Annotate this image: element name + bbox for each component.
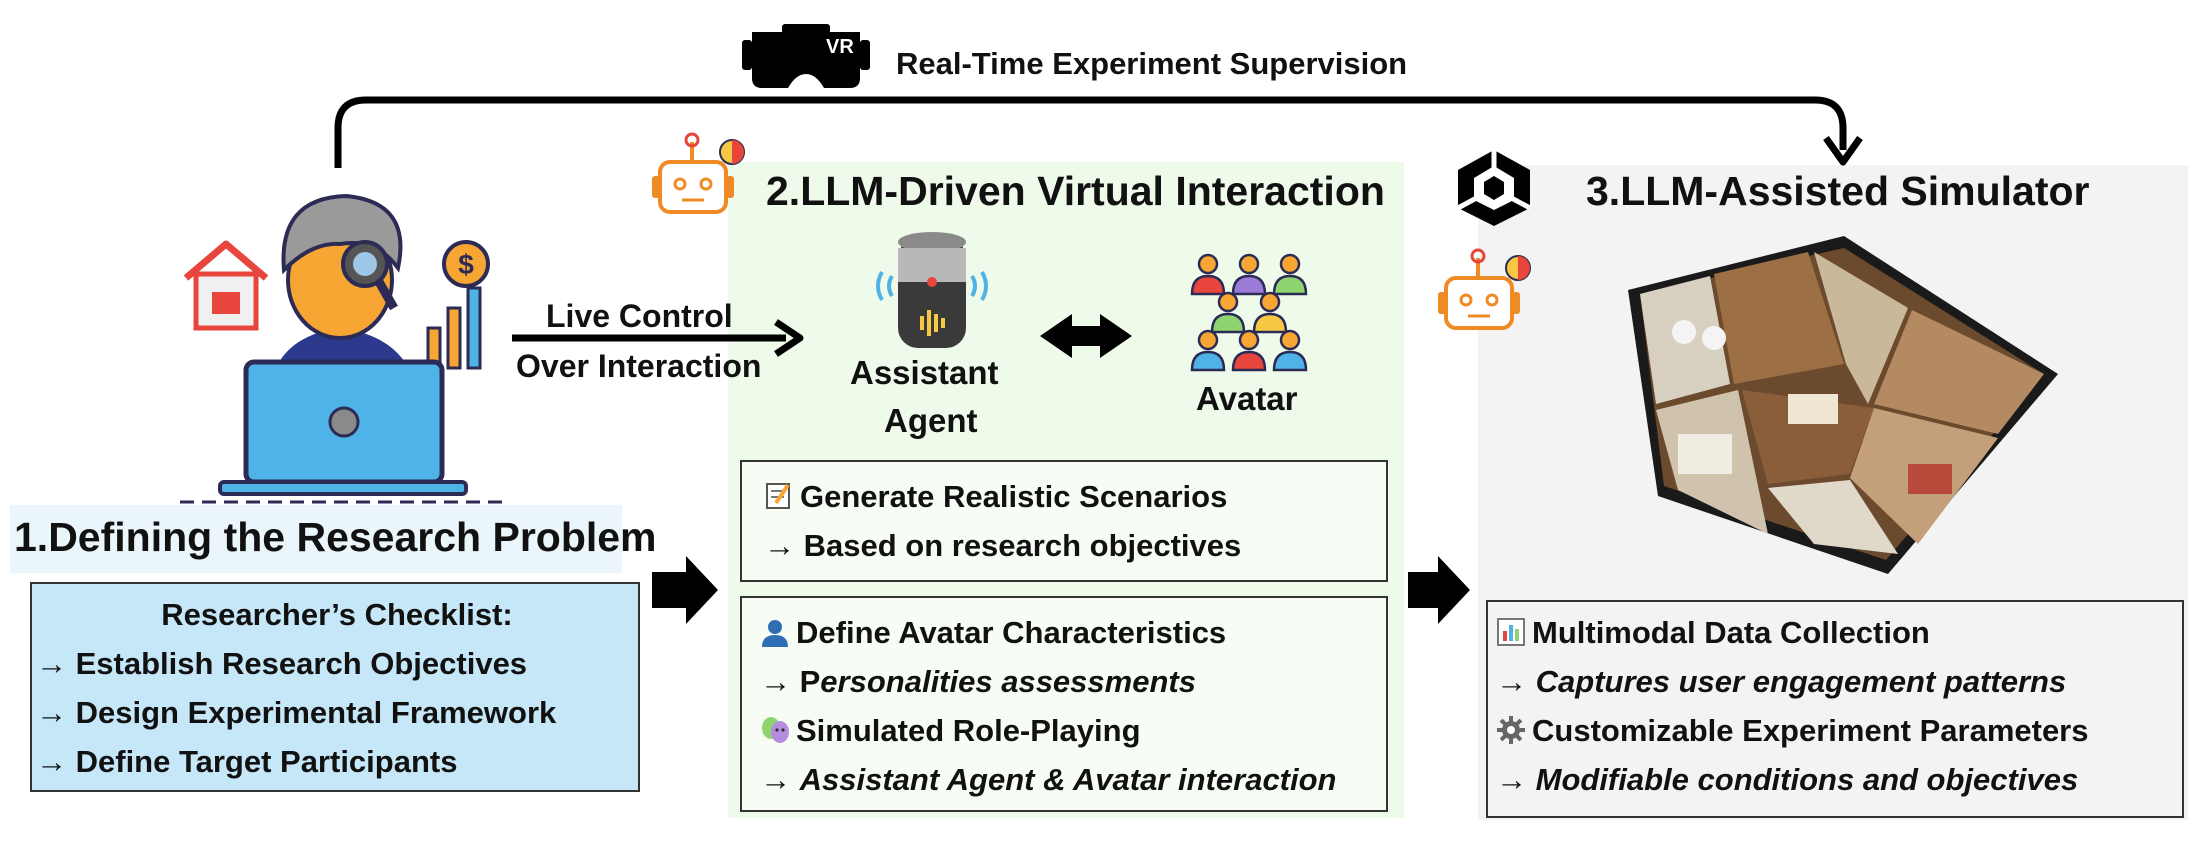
avatar-label: Avatar xyxy=(1196,380,1298,417)
step2-title: 2.LLM-Driven Virtual Interaction xyxy=(766,168,1385,214)
apartment-3d-model-image xyxy=(1628,236,2058,574)
step3-title: 3.LLM-Assisted Simulator xyxy=(1586,168,2090,214)
data-title: Multimodal Data Collection xyxy=(1496,608,2182,657)
checklist-item: → Establish Research Objectives xyxy=(36,646,528,681)
vr-text: VR xyxy=(826,36,854,58)
robot-lightbulb-icon xyxy=(1438,248,1531,330)
step1-title-background xyxy=(10,505,622,573)
avatar-group-icon xyxy=(1190,253,1308,372)
agent-label-line1: Assistant xyxy=(850,354,999,391)
researcher-illustration-icon: $ xyxy=(180,193,506,504)
unity-logo-icon xyxy=(1456,150,1532,226)
supervision-label: Real-Time Experiment Supervision xyxy=(896,46,1408,81)
checklist-item: → Design Experimental Framework xyxy=(36,695,557,730)
params-title: Customizable Experiment Parameters xyxy=(1496,706,2182,755)
scenario-sub: → Based on research objectives xyxy=(764,528,1242,563)
avatar-char-title: Define Avatar Characteristics xyxy=(760,608,1386,657)
live-control-line2: Over Interaction xyxy=(516,348,762,384)
data-sub: → Captures user engagement patterns xyxy=(1496,664,2067,699)
avatar-characteristics-box: Define Avatar Characteristics → Personal… xyxy=(740,596,1388,812)
person-icon xyxy=(760,612,790,647)
smart-speaker-icon xyxy=(876,232,988,348)
roleplay-sub: → Assistant Agent & Avatar interaction xyxy=(760,762,1337,797)
svg-text:$: $ xyxy=(458,249,474,280)
roleplay-title: Simulated Role-Playing xyxy=(760,706,1386,755)
theater-masks-icon xyxy=(760,710,790,743)
live-control-line1: Live Control xyxy=(546,298,733,334)
data-collection-box: Multimodal Data Collection → Captures us… xyxy=(1486,600,2184,818)
checklist-item: → Define Target Participants xyxy=(36,744,458,779)
checklist-title: Researcher’s Checklist: xyxy=(161,597,513,632)
avatar-char-sub: → Personalities assessments xyxy=(760,664,1196,699)
scenario-title: Generate Realistic Scenarios xyxy=(764,472,1386,521)
agent-label-line2: Agent xyxy=(884,402,978,439)
step1-title: 1.Defining the Research Problem xyxy=(14,514,657,560)
vr-headset-icon: VR xyxy=(738,22,874,99)
memo-icon xyxy=(764,476,794,509)
params-sub: → Modifiable conditions and objectives xyxy=(1496,762,2079,797)
robot-lightbulb-icon xyxy=(652,132,745,214)
bar-chart-icon xyxy=(1496,612,1526,646)
gear-icon xyxy=(1496,710,1526,744)
researcher-checklist: Researcher’s Checklist: → Establish Rese… xyxy=(30,582,640,792)
scenario-box: Generate Realistic Scenarios → Based on … xyxy=(740,460,1388,582)
